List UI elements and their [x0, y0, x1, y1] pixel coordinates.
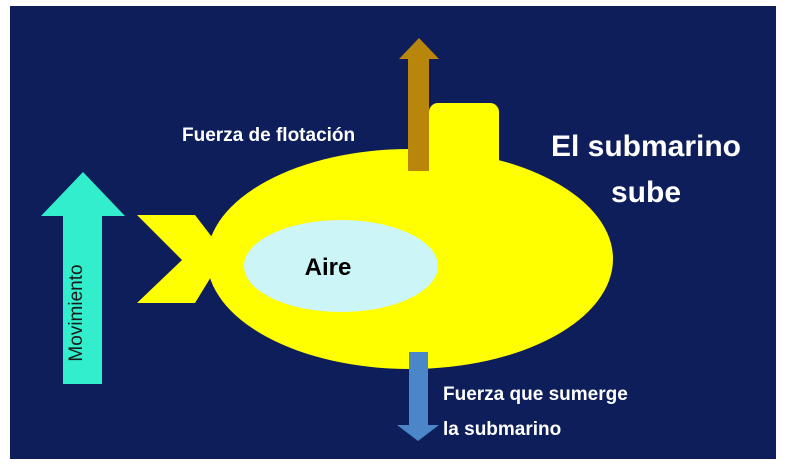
title-line-2: sube: [611, 176, 681, 209]
air-label: Aire: [305, 254, 352, 281]
title-line-1: El submarino: [551, 130, 741, 163]
buoyancy-label: Fuerza de flotación: [182, 125, 355, 146]
submarine-tail: [137, 215, 225, 303]
submarine-diagram: Movimiento Aire Fuerza de flotación El s…: [41, 38, 741, 441]
air-tank: [244, 220, 438, 312]
movement-label: Movimiento: [66, 264, 87, 361]
sinking-label-line-2: la submarino: [443, 419, 561, 440]
movement-arrow: [41, 172, 125, 384]
buoyancy-arrow: [399, 38, 439, 171]
sinking-arrow: [397, 352, 439, 441]
diagram-slide: Movimiento Aire Fuerza de flotación El s…: [10, 6, 776, 459]
sinking-label-line-1: Fuerza que sumerge: [443, 384, 628, 405]
